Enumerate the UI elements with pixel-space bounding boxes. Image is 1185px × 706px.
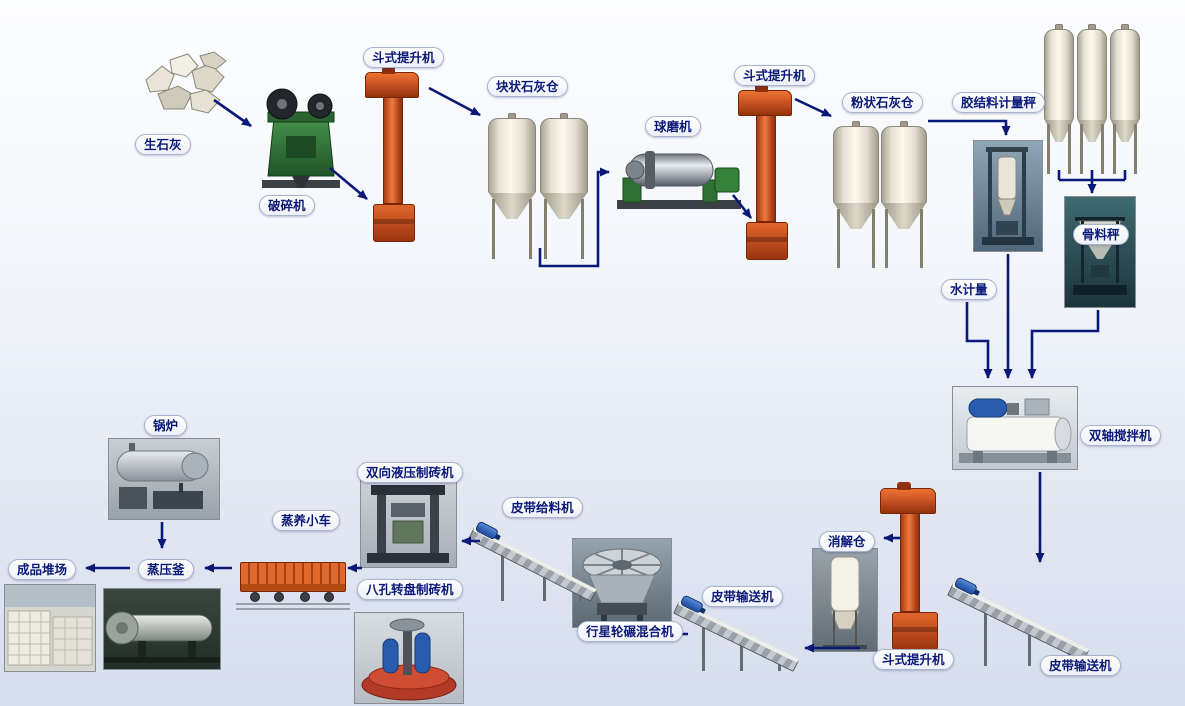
- hydraulic-brick-machine-photo: [360, 478, 457, 568]
- quicklime-rocks-illustration: [138, 48, 238, 124]
- elevator-boot: [373, 204, 415, 242]
- label-bucket-elevator-3: 斗式提升机: [873, 649, 954, 670]
- powder-lime-silo-2: [881, 121, 927, 268]
- label-powder-lime-silo: 粉状石灰仓: [842, 92, 923, 113]
- belt-conveyor-right-illustration: [946, 568, 1108, 668]
- crusher-illustration: [252, 84, 348, 194]
- boiler-photo: [108, 438, 220, 520]
- bucket-elevator-3-illustration: [880, 482, 950, 650]
- label-crusher: 破碎机: [259, 195, 315, 216]
- label-ball-mill: 球磨机: [645, 116, 701, 137]
- bucket-elevator-1-illustration: [365, 66, 429, 242]
- autoclave-photo: [103, 588, 221, 670]
- label-finished-product-yard: 成品堆场: [8, 559, 77, 580]
- arrow-elevator1-to-lump-silo: [428, 86, 481, 117]
- lump-lime-silo-1: [488, 113, 536, 259]
- ball-mill-illustration: [615, 138, 743, 214]
- label-slaking-silo: 消解仓: [819, 531, 875, 552]
- label-aggregate-scale: 骨料秤: [1073, 224, 1129, 245]
- bucket-elevator-2-illustration: [738, 84, 802, 260]
- aggregate-scale-photo: [1064, 196, 1136, 308]
- label-autoclave: 蒸压釜: [138, 559, 194, 580]
- lump-lime-silo-2: [540, 113, 588, 259]
- label-lump-lime-silo: 块状石灰仓: [487, 76, 568, 97]
- aggregate-silo-1: [1044, 24, 1074, 174]
- label-hydraulic-brick-machine: 双向液压制砖机: [357, 462, 463, 483]
- elevator-head: [880, 482, 936, 514]
- label-water-metering: 水计量: [941, 279, 997, 300]
- planetary-roller-mixer-photo: [572, 538, 672, 628]
- aggregate-silo-2: [1077, 24, 1107, 174]
- label-rotary-brick-machine: 八孔转盘制砖机: [357, 579, 463, 600]
- label-belt-conveyor-middle: 皮带输送机: [702, 586, 783, 607]
- belt-conveyor-middle-illustration: [672, 588, 820, 673]
- elevator-column: [900, 513, 920, 612]
- conveyor-motor: [953, 576, 979, 596]
- elevator-head: [365, 66, 419, 98]
- arrow-water-to-mixer: [965, 302, 993, 379]
- conveyor-motor: [679, 594, 705, 614]
- belt-feeder-illustration: [465, 508, 615, 603]
- finished-product-yard-photo: [4, 584, 96, 672]
- label-boiler: 锅炉: [144, 415, 188, 436]
- elevator-column: [383, 97, 403, 204]
- arrow-aggregate-scale-to-mixer: [1027, 310, 1100, 379]
- label-bucket-elevator-1: 斗式提升机: [363, 47, 444, 68]
- rotary-brick-machine-photo: [354, 612, 464, 704]
- label-planetary-roller-mixer: 行星轮碾混合机: [577, 621, 683, 642]
- arrow-powder-silo-to-binder-scale: [928, 119, 1011, 136]
- elevator-head: [738, 84, 792, 116]
- label-belt-feeder: 皮带给料机: [502, 497, 583, 518]
- elevator-boot: [892, 612, 938, 650]
- elevator-column: [756, 115, 776, 222]
- label-quicklime: 生石灰: [135, 134, 191, 155]
- steam-curing-trolley-illustration: [236, 546, 350, 612]
- label-belt-conveyor-right: 皮带输送机: [1040, 655, 1121, 676]
- label-steam-curing-trolley: 蒸养小车: [272, 510, 341, 531]
- powder-lime-silo-1: [833, 121, 879, 268]
- label-bucket-elevator-2: 斗式提升机: [734, 65, 815, 86]
- label-twin-shaft-mixer: 双轴搅拌机: [1080, 425, 1161, 446]
- binder-metering-scale-photo: [973, 140, 1043, 252]
- twin-shaft-mixer-photo: [952, 386, 1078, 470]
- label-binder-metering-scale: 胶结料计量秤: [952, 92, 1046, 113]
- conveyor-motor: [474, 520, 500, 541]
- elevator-boot: [746, 222, 788, 260]
- aggregate-silo-3: [1110, 24, 1140, 174]
- slaking-silo-photo: [812, 548, 878, 652]
